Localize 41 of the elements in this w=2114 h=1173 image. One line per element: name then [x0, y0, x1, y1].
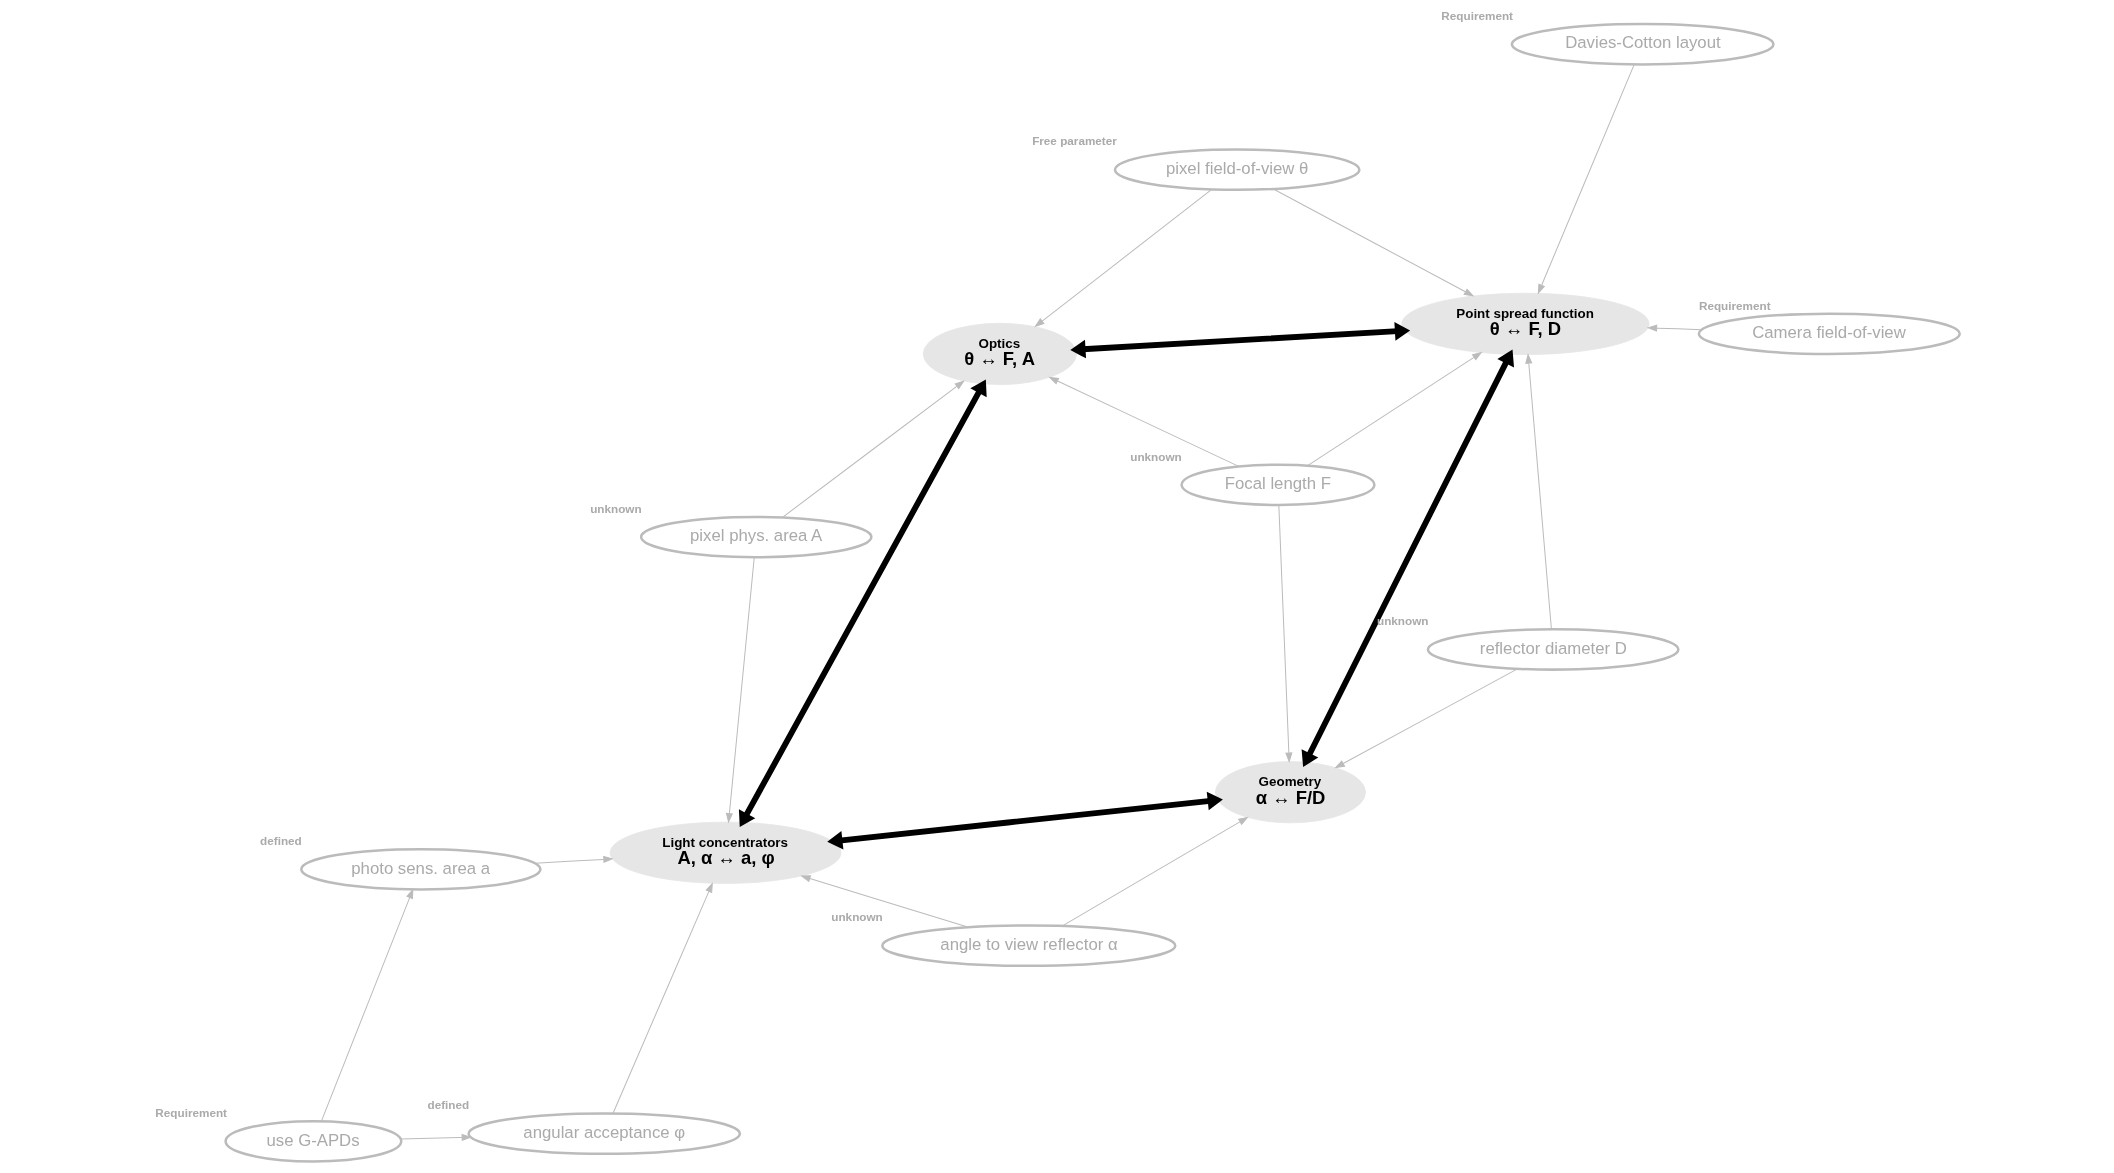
arrow: [399, 1133, 472, 1142]
node-ellipse: pixel field-of-view θ: [1113, 148, 1361, 192]
arrow: [1306, 351, 1482, 467]
node-label: defined: [426, 1098, 469, 1112]
arrow: [611, 882, 713, 1114]
arrow: [799, 875, 969, 928]
node-ellipse: use G-APDs: [223, 1119, 402, 1163]
node-label: Requirement: [1698, 298, 1771, 312]
node-label: Free parameter: [1031, 134, 1117, 148]
arrow: [320, 888, 413, 1122]
node-label: defined: [259, 834, 302, 848]
node-label: Requirement: [1440, 9, 1513, 23]
arrow: [1047, 376, 1239, 467]
arrow: [725, 556, 755, 824]
node-ellipse: angular acceptance φ: [466, 1112, 741, 1156]
node-ellipse: Davies-Cotton layout: [1510, 22, 1775, 66]
arrow: [533, 855, 614, 864]
arrow: [1301, 349, 1514, 767]
arrow: [1646, 324, 1702, 332]
node-ellipse: angle to view reflector α: [880, 924, 1177, 968]
arrow: [1277, 504, 1292, 763]
node-ellipse: Focal length F: [1179, 463, 1376, 507]
arrow: [781, 380, 965, 518]
node-ellipse: Point spread function θ ↔ F, D: [1400, 292, 1649, 355]
node-ellipse: reflector diameter D: [1426, 628, 1680, 671]
arrow: [1061, 816, 1249, 927]
node-ellipse: photo sens. area a: [299, 847, 542, 891]
arrow: [738, 379, 987, 827]
arrow: [1033, 188, 1212, 328]
arrow: [826, 791, 1223, 850]
arrow: [1069, 322, 1410, 359]
node-label: unknown: [830, 910, 883, 924]
arrow: [1524, 353, 1552, 630]
node-label: unknown: [1129, 449, 1182, 463]
arrow: [1537, 63, 1635, 295]
node-label: unknown: [589, 501, 642, 515]
arrow: [1272, 188, 1474, 297]
node-ellipse: Camera field-of-view: [1697, 312, 1961, 356]
node-label: Requirement: [154, 1106, 227, 1120]
node-ellipse: pixel phys. area A: [639, 515, 873, 559]
arrow: [1333, 668, 1518, 769]
